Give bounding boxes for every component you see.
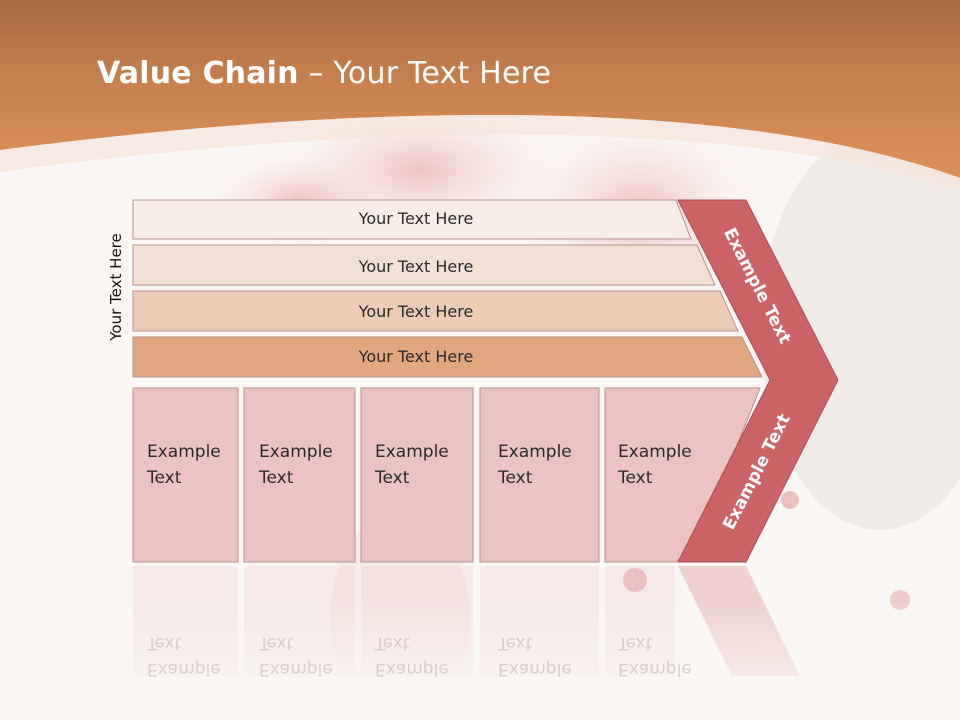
title-rest: – Your Text Here xyxy=(298,56,552,91)
box-1[interactable] xyxy=(132,387,239,563)
box-5-line1: Example xyxy=(618,442,692,462)
bar-1-label: Your Text Here xyxy=(358,209,474,228)
box-2-line2: Text xyxy=(259,468,294,488)
bar-3[interactable] xyxy=(132,290,739,332)
box-2-line1: Example xyxy=(259,442,333,462)
box-5-label: Example Text xyxy=(618,439,708,491)
bar-4[interactable] xyxy=(132,336,763,378)
box-2-label: Example Text xyxy=(259,439,349,491)
box-1-label: Example Text xyxy=(147,439,237,491)
bar-4-label: Your Text Here xyxy=(358,347,474,366)
box-3[interactable] xyxy=(360,387,474,563)
page-title: Value Chain – Your Text Here xyxy=(97,56,551,91)
bar-1[interactable] xyxy=(132,199,692,240)
title-bold: Value Chain xyxy=(97,56,299,91)
box-4-label: Example Text xyxy=(498,439,588,491)
box-4-line1: Example xyxy=(498,442,572,462)
bar-2[interactable] xyxy=(132,244,716,286)
box-3-label: Example Text xyxy=(375,439,465,491)
bar-2-label: Your Text Here xyxy=(358,257,474,276)
box-3-line1: Example xyxy=(375,442,449,462)
bar-3-label: Your Text Here xyxy=(358,302,474,321)
box-5-line2: Text xyxy=(618,468,653,488)
box-2[interactable] xyxy=(243,387,356,563)
box-4[interactable] xyxy=(479,387,600,563)
chevron-arrow[interactable] xyxy=(677,199,839,563)
box-3-line2: Text xyxy=(375,468,410,488)
box-4-line2: Text xyxy=(498,468,533,488)
box-1-line2: Text xyxy=(147,468,182,488)
box-1-line1: Example xyxy=(147,442,221,462)
